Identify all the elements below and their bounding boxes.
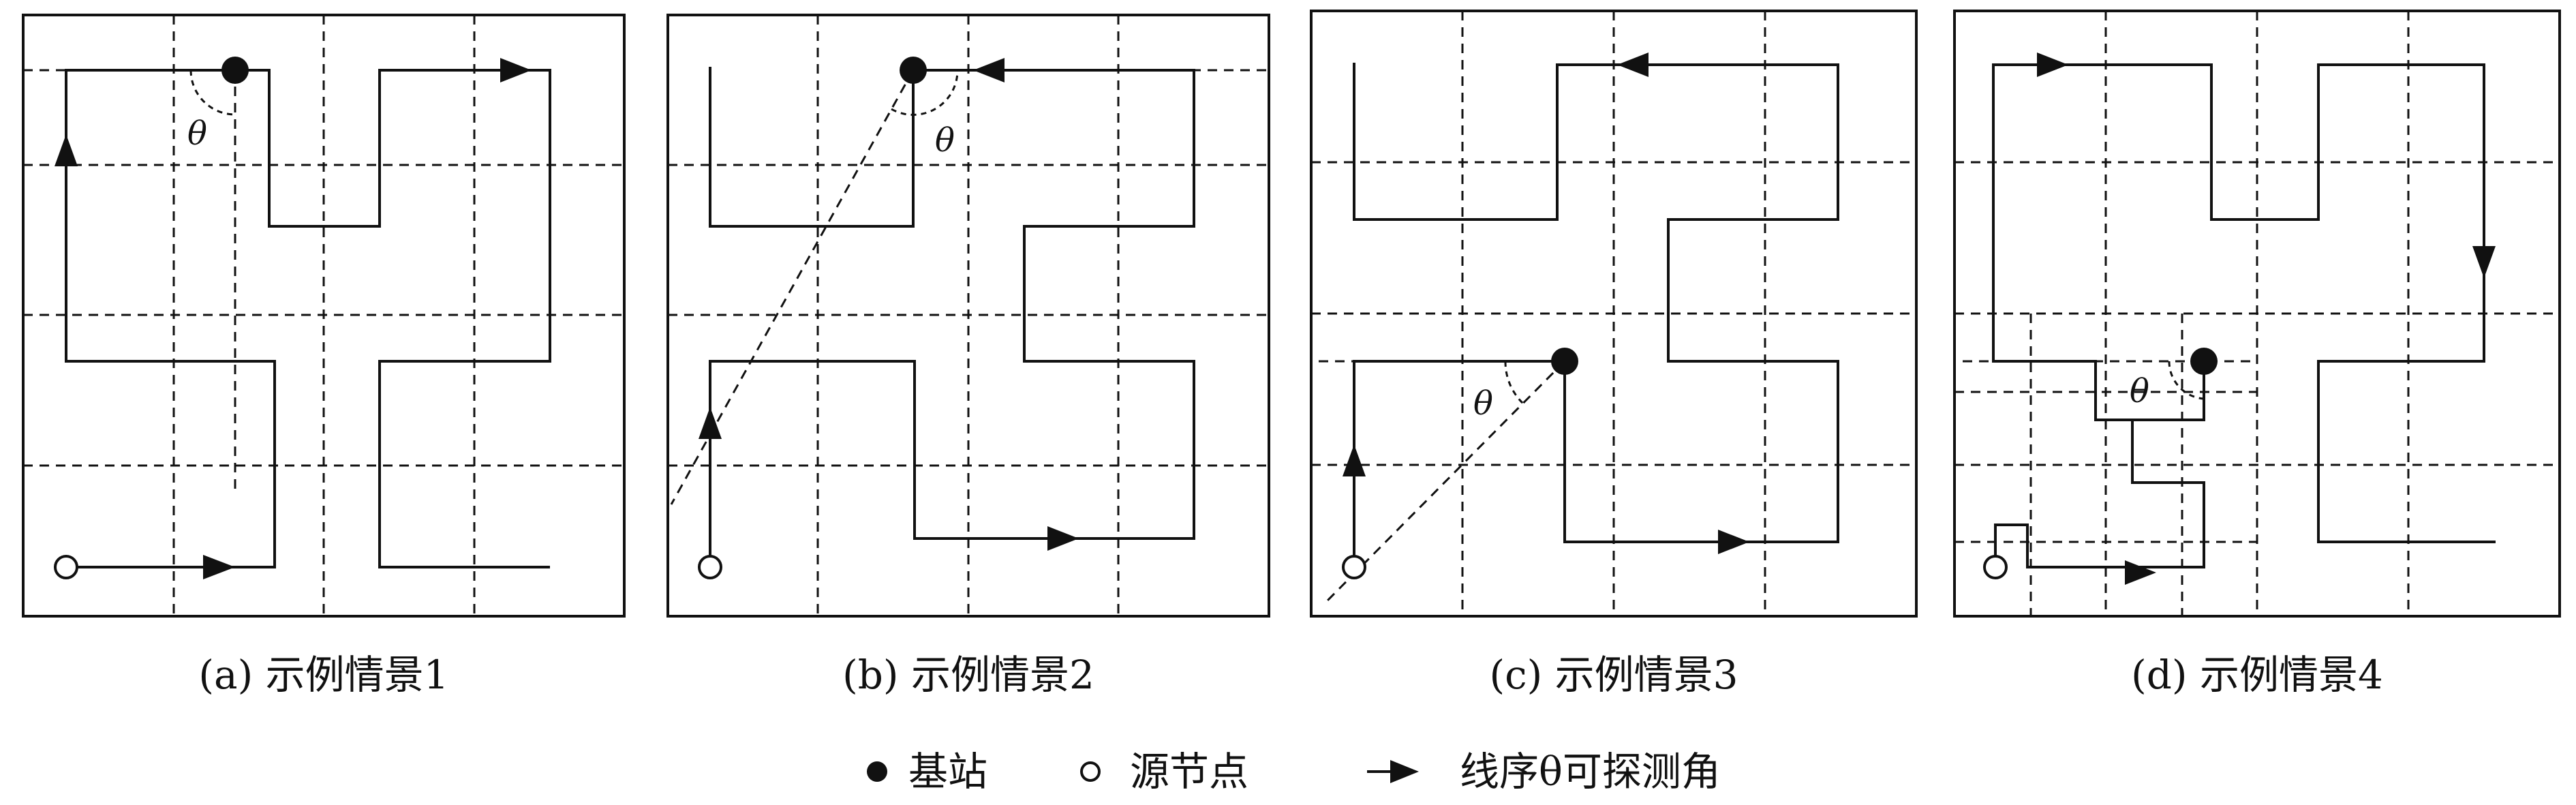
panel-a-angle-arc: [189, 70, 236, 116]
panel-a-source-node: [54, 555, 78, 579]
legend-arrow-icon: [1390, 760, 1419, 783]
panel-d-arrow-right-bottom: [2125, 560, 2156, 585]
legend-base-station-marker: [867, 761, 887, 782]
panel-b: θ (b) 示例情景2: [666, 14, 1270, 698]
panel-b-angle-arc: [891, 70, 959, 116]
panel-a: θ (a) 示例情景1: [22, 14, 626, 698]
panel-d: θ (d) 示例情景4: [1953, 10, 2561, 698]
panel-a-arrow-right-bottom: [203, 555, 235, 579]
panel-d-source-node: [1983, 555, 2008, 579]
panel-b-caption: (b) 示例情景2: [842, 652, 1094, 698]
panel-b-theta-label: θ: [935, 121, 955, 160]
panel-d-caption: (d) 示例情景4: [2131, 652, 2383, 698]
panel-a-arrow-up: [55, 134, 78, 166]
panel-d-arrow-right-top: [2037, 52, 2068, 77]
panel-d-route-main: [1992, 63, 2496, 543]
panel-b-arrow-up: [699, 407, 722, 439]
panel-a-arrow-right-top: [500, 58, 532, 82]
legend-base-station-label: 基站: [908, 748, 987, 795]
panel-c-route: [1353, 63, 1839, 567]
legend-route-theta-label: 线序θ可探测角: [1460, 748, 1721, 795]
panel-b-arrow-right: [1047, 526, 1079, 551]
panel-b-base-station: [900, 57, 927, 84]
panel-b-route: [709, 67, 1195, 567]
panel-d-arrow-down: [2472, 246, 2496, 278]
panel-d-base-station: [2190, 348, 2218, 375]
panel-c-base-station: [1551, 348, 1578, 375]
panel-a-route: [65, 69, 551, 568]
panel-c-arrow-right: [1718, 530, 1749, 554]
panel-c-angle-arc: [1504, 361, 1524, 405]
panel-c-arrow-up: [1343, 444, 1366, 476]
panel-a-theta-label: θ: [187, 115, 207, 153]
panel-d-grid: [1954, 11, 2560, 616]
legend-source-node-label: 源节点: [1130, 748, 1248, 795]
panel-b-arrow-left: [973, 58, 1005, 82]
legend: 基站 源节点 线序θ可探测角: [867, 748, 1721, 795]
panel-c-caption: (c) 示例情景3: [1489, 652, 1738, 698]
panel-a-base-station: [221, 57, 249, 84]
panel-a-grid: [23, 15, 624, 616]
panel-c: θ (c) 示例情景3: [1310, 10, 1918, 698]
panel-c-theta-label: θ: [1473, 384, 1493, 423]
panel-b-angle-ray: [670, 70, 915, 505]
panel-b-grid: [668, 15, 1269, 616]
panel-a-caption: (a) 示例情景1: [198, 652, 448, 698]
legend-source-node-marker: [1080, 761, 1101, 782]
panel-c-source-node: [1342, 555, 1366, 579]
panel-c-arrow-left: [1617, 52, 1649, 77]
panel-d-theta-label: θ: [2130, 372, 2149, 410]
panel-b-source-node: [698, 555, 722, 579]
